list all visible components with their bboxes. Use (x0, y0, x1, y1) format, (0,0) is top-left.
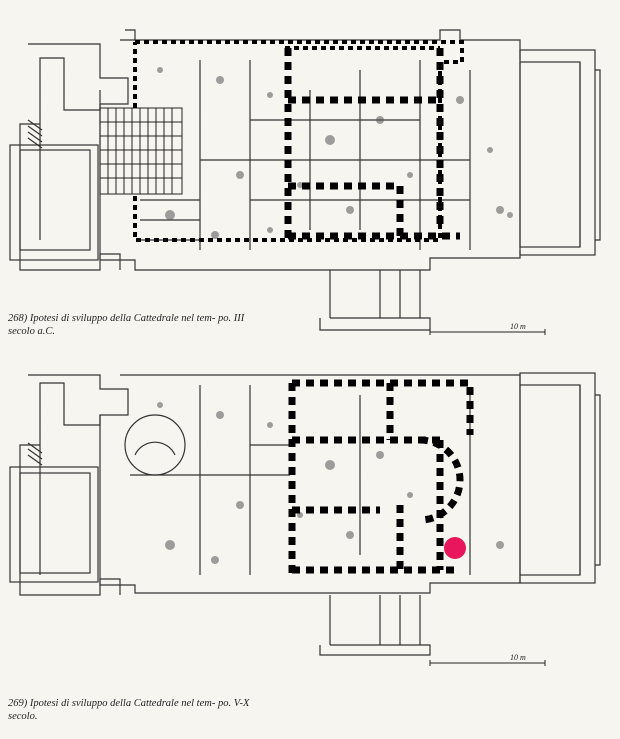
plan-269-drawing (9, 372, 601, 666)
floor-plan-269 (0, 355, 620, 685)
scale-label-269: 10 m (510, 653, 526, 662)
plan-268-drawing (9, 29, 601, 335)
scale-label-268: 10 m (510, 322, 526, 331)
caption-269: 269) Ipotesi di sviluppo della Cattedral… (8, 698, 250, 722)
highlight-marker (444, 537, 466, 559)
floor-plan-268 (0, 0, 620, 340)
caption-268: 268) Ipotesi di sviluppo della Cattedral… (8, 313, 245, 337)
